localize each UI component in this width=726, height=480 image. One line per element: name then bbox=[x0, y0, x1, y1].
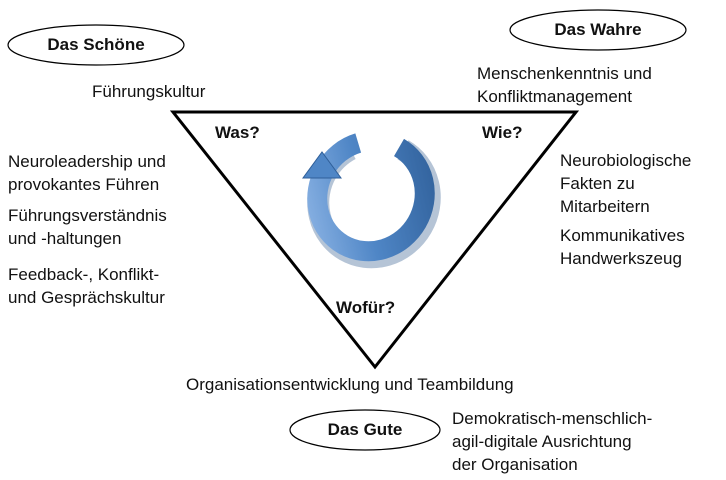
left-list-item: Führungsverständnis und -haltungen bbox=[8, 206, 167, 248]
right-list-item: Neurobiologische Fakten zu Mitarbeitern bbox=[560, 151, 692, 216]
oval-das-gute bbox=[289, 409, 441, 451]
inverted-triangle bbox=[169, 110, 580, 370]
label-das-wahre: Das Wahre bbox=[554, 20, 642, 39]
oval-das-schoene bbox=[7, 24, 185, 66]
label-organisationsentwicklung: Organisationsentwicklung und Teambildung bbox=[186, 375, 514, 394]
left-list-item: Neuroleadership und provokantes Führen bbox=[8, 152, 166, 194]
label-fuehrungskultur: Führungskultur bbox=[92, 82, 206, 101]
label-ausrichtung: Demokratisch-menschlich- agil-digitale A… bbox=[452, 409, 653, 474]
left-list-item: Feedback-, Konflikt- und Gesprächskultur bbox=[8, 265, 165, 307]
label-menschenkenntnis: Menschenkenntnis und Konfliktmanagement bbox=[477, 64, 652, 106]
right-list-item: Kommunikatives Handwerkszeug bbox=[560, 226, 685, 268]
cycle-arrow-icon bbox=[302, 130, 441, 269]
corner-was: Was? bbox=[215, 123, 260, 142]
oval-das-wahre bbox=[509, 9, 687, 51]
corner-wofuer: Wofür? bbox=[336, 298, 396, 317]
corner-wie: Wie? bbox=[482, 123, 523, 142]
label-das-gute: Das Gute bbox=[327, 420, 403, 439]
label-das-schoene: Das Schöne bbox=[47, 35, 145, 54]
